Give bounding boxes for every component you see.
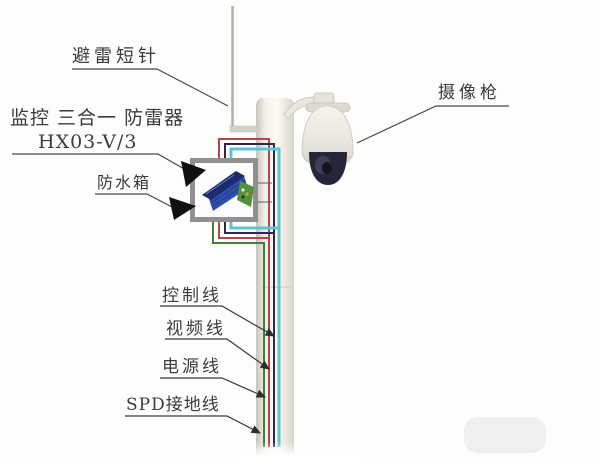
waterproof-box-label: 防水箱 <box>97 173 152 192</box>
protector-model-label: HX03-V/3 <box>38 131 138 153</box>
video-line-label: 视频线 <box>166 319 226 339</box>
leader-waterproof-box <box>95 193 173 208</box>
leader-protector <box>12 153 187 171</box>
leader-spd-line <box>125 415 262 434</box>
spd-ground-line-label: SPD接地线 <box>126 395 220 415</box>
power-cable-red <box>218 138 270 447</box>
surge-protector-device <box>202 171 254 211</box>
leader-video-line <box>165 338 270 370</box>
bottom-fade <box>240 442 360 460</box>
protector-arrow-triangle <box>181 161 206 187</box>
lightning-rod-label: 避雷短针 <box>72 46 160 67</box>
camera-label: 摄像枪 <box>438 83 501 103</box>
leader-power-line <box>160 377 267 398</box>
control-cable-cyan <box>229 147 281 447</box>
camera-lens <box>322 162 332 174</box>
power-line-label: 电源线 <box>162 357 222 377</box>
leader-lightning-rod <box>72 68 229 107</box>
video-cable-navy <box>224 143 275 447</box>
lightning-rod-bracket <box>229 125 259 133</box>
ground-cable-green <box>212 222 265 447</box>
leader-camera <box>356 105 509 144</box>
control-line-label: 控制线 <box>162 286 222 306</box>
protector-name-label: 监控 三合一 防雷器 <box>10 107 185 129</box>
watermark-blob <box>464 417 546 453</box>
leader-control-line <box>160 305 276 337</box>
waterproof-arrow-triangle <box>169 197 196 220</box>
